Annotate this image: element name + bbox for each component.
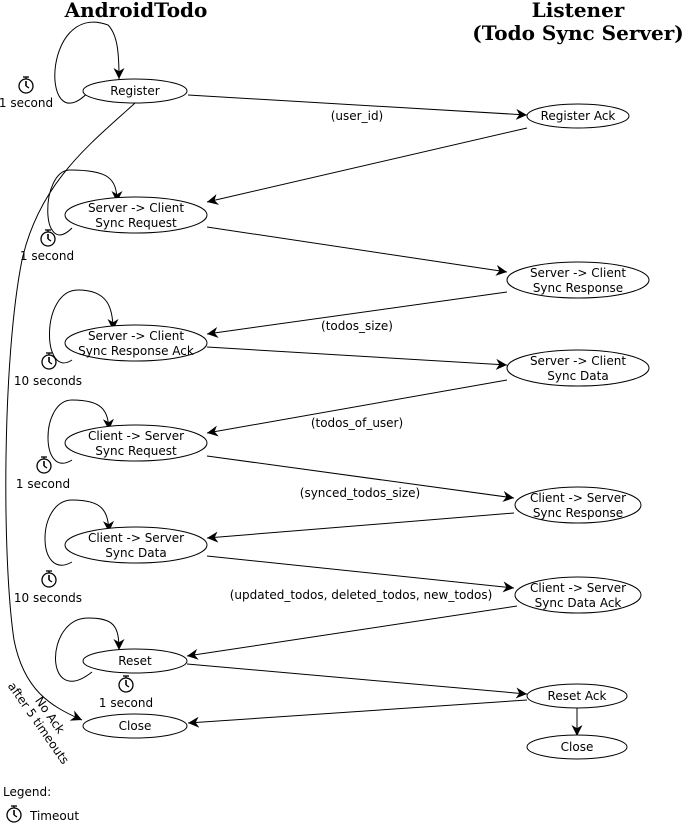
loop-reset — [55, 617, 125, 682]
loop-c2s-sync-request — [47, 399, 114, 464]
loop-s2c-sync-request — [47, 169, 123, 236]
stopwatch-icon — [118, 675, 134, 693]
no-ack-edge — [5, 102, 136, 721]
svg-text:Server -> Client: Server -> Client — [88, 201, 184, 215]
loop-c2s-sync-data — [44, 499, 114, 566]
edge-s2c-sync-data-to-c2s-sync-request — [206, 379, 508, 437]
node-close-server: Close — [526, 734, 628, 760]
stopwatch-icon — [41, 570, 57, 588]
stopwatch-icon — [40, 229, 56, 247]
svg-text:Server -> Client: Server -> Client — [530, 354, 626, 368]
node-close-client-label: Close — [119, 719, 152, 733]
transitions — [186, 94, 583, 736]
edge-s2c-sync-request-to-s2c-sync-response — [206, 226, 508, 276]
stopwatch-icon — [6, 805, 22, 823]
legend-title: Legend: — [3, 785, 51, 799]
svg-text:Sync Data Ack: Sync Data Ack — [535, 596, 622, 610]
svg-text:Client -> Server: Client -> Server — [530, 491, 626, 505]
edge-label-user-id: (user_id) — [331, 109, 384, 123]
edge-reset-ack-to-close-client — [187, 699, 528, 728]
client-title: AndroidTodo — [64, 0, 208, 22]
timeout-label-c2s-sync-data: 10 seconds — [14, 591, 82, 605]
svg-text:Sync Response: Sync Response — [533, 506, 623, 520]
edge-c2s-sync-data-ack-to-reset — [186, 605, 518, 660]
svg-text:Client -> Server: Client -> Server — [88, 531, 184, 545]
svg-text:Sync Request: Sync Request — [95, 216, 177, 230]
node-reset: Reset — [82, 648, 188, 674]
node-s2c-sync-data: Server -> Client Sync Data — [506, 349, 650, 387]
node-register-label: Register — [110, 84, 159, 98]
node-c2s-sync-data-ack: Client -> Server Sync Data Ack — [514, 576, 642, 614]
edge-s2c-sync-response-to-s2c-sync-response-ack — [206, 291, 508, 338]
edge-c2s-sync-data-to-c2s-sync-data-ack — [206, 555, 515, 593]
node-close-server-label: Close — [561, 740, 594, 754]
timeout-label-reset: 1 second — [99, 696, 153, 710]
node-reset-ack: Reset Ack — [526, 683, 628, 709]
edge-c2s-sync-request-to-c2s-sync-response — [206, 455, 515, 502]
server-subtitle: (Todo Sync Server) — [472, 21, 682, 45]
edge-reset-to-reset-ack — [186, 663, 528, 699]
timeout-label-c2s-sync-request: 1 second — [16, 477, 70, 491]
stopwatch-icon — [36, 456, 52, 474]
svg-text:Sync Response Ack: Sync Response Ack — [78, 344, 194, 358]
svg-text:Client -> Server: Client -> Server — [530, 581, 626, 595]
node-register-ack: Register Ack — [526, 103, 630, 129]
timeout-label-register: 1 second — [0, 96, 53, 110]
svg-text:Server -> Client: Server -> Client — [88, 329, 184, 343]
edge-label-todos-size: (todos_size) — [321, 319, 393, 333]
node-register-ack-label: Register Ack — [541, 109, 616, 123]
node-reset-ack-label: Reset Ack — [548, 689, 607, 703]
svg-text:Sync Request: Sync Request — [95, 444, 177, 458]
node-reset-label: Reset — [118, 654, 152, 668]
node-close-client: Close — [82, 713, 188, 739]
svg-text:Server -> Client: Server -> Client — [530, 266, 626, 280]
edge-label-synced-todos-size: (synced_todos_size) — [300, 486, 420, 500]
edge-c2s-sync-response-to-c2s-sync-data — [206, 512, 515, 543]
node-s2c-sync-response-ack: Server -> Client Sync Response Ack — [64, 324, 208, 362]
edge-label-updated-deleted-new: (updated_todos, deleted_todos, new_todos… — [230, 588, 493, 602]
node-s2c-sync-response: Server -> Client Sync Response — [506, 261, 650, 299]
timeout-loops — [44, 21, 125, 682]
edge-register-to-register-ack — [187, 94, 528, 120]
svg-text:Sync Data: Sync Data — [547, 369, 608, 383]
no-ack-label: No Ack after 5 timeouts — [5, 680, 72, 767]
edge-register-ack-to-s2c-sync-request — [206, 127, 528, 205]
node-s2c-sync-request: Server -> Client Sync Request — [64, 196, 208, 234]
timeout-label-s2c-sync-request: 1 second — [20, 249, 74, 263]
svg-text:Sync Data: Sync Data — [105, 546, 166, 560]
edge-s2c-sync-response-ack-to-s2c-sync-data — [206, 346, 508, 370]
node-c2s-sync-data: Client -> Server Sync Data — [64, 526, 208, 564]
node-register: Register — [82, 78, 188, 104]
edge-label-todos-of-user: (todos_of_user) — [311, 416, 403, 430]
svg-text:Sync Response: Sync Response — [533, 281, 623, 295]
node-c2s-sync-response: Client -> Server Sync Response — [514, 486, 642, 524]
legend-timeout-label: Timeout — [29, 809, 79, 823]
timeout-label-s2c-sync-response-ack: 10 seconds — [14, 374, 82, 388]
stopwatch-icon — [18, 76, 34, 94]
svg-text:Client -> Server: Client -> Server — [88, 429, 184, 443]
server-title: Listener — [532, 0, 625, 22]
node-c2s-sync-request: Client -> Server Sync Request — [64, 424, 208, 462]
loop-s2c-sync-response-ack — [49, 289, 119, 364]
loop-register — [54, 21, 125, 104]
